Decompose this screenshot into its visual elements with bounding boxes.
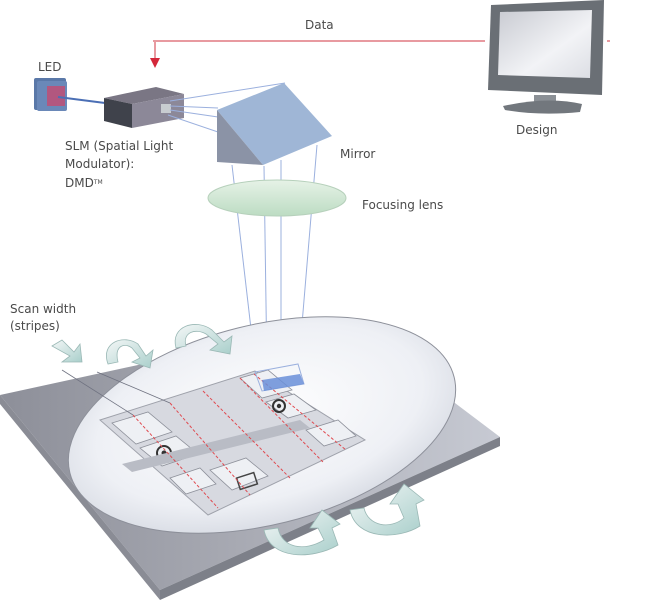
led-label: LED [38, 60, 62, 74]
data-label: Data [305, 18, 334, 32]
scan-direction-arrows-top [51, 324, 233, 369]
scan-width-label-line1: Scan width [10, 302, 77, 316]
scan-width-label-line2: (stripes) [10, 319, 60, 333]
slm-label-line3: DMDTM [65, 175, 103, 192]
slm-label-line1: SLM (Spatial Light [65, 139, 174, 153]
design-label: Design [516, 123, 558, 137]
scan-direction-arrows-bottom [263, 483, 425, 556]
led-icon [34, 78, 67, 111]
trademark-mark: TM [93, 179, 103, 186]
slm-dmd-icon [104, 87, 184, 128]
light-beams-slm-to-mirror [167, 82, 286, 133]
monitor-icon [488, 0, 604, 114]
slm-label-line2: Modulator): [65, 157, 135, 171]
data-flow-arrow [150, 40, 610, 68]
focusing-lens-icon [207, 179, 347, 217]
mirror-label: Mirror [340, 147, 376, 161]
focusing-lens-label: Focusing lens [362, 198, 444, 212]
mirror-prism-icon [217, 83, 332, 165]
led-light-beam [57, 96, 106, 104]
exposure-spot [254, 363, 305, 392]
dmd-text: DMD [65, 176, 94, 190]
